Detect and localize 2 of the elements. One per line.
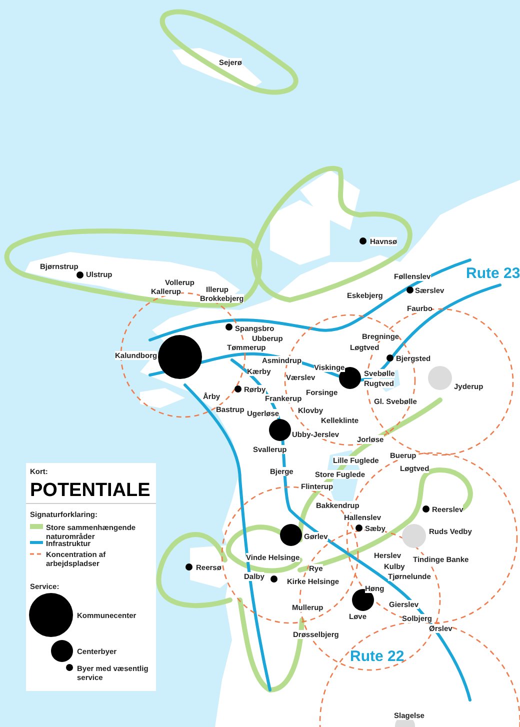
route-label: Rute 22 [350, 648, 404, 664]
route-label: Rute 23 [466, 264, 520, 282]
